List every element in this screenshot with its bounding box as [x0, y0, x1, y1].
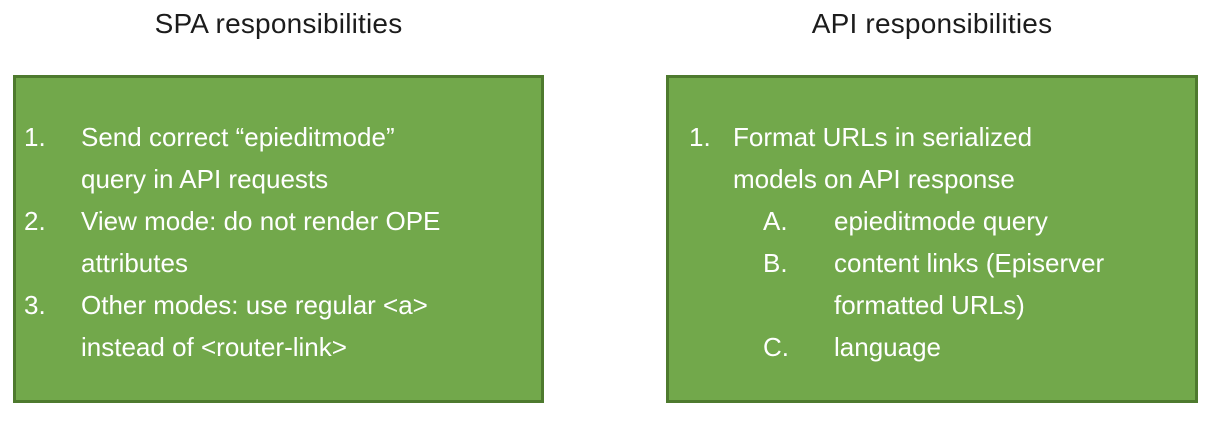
api-panel-title: API responsibilities — [811, 8, 1053, 39]
sub-list-item: C. language — [733, 326, 1195, 368]
list-item-body: Send correct “epieditmode” query in API r… — [81, 116, 541, 200]
list-item-line: Other modes: use regular <a> — [81, 290, 428, 320]
spa-responsibilities-box: 1. Send correct “epieditmode” query in API… — [13, 75, 544, 403]
sub-list-item-marker: B. — [763, 248, 788, 278]
sub-list-item-body: epieditmode query — [834, 200, 1195, 242]
list-item-body: View mode: do not render OPE attributes — [81, 200, 541, 284]
list-item: 2. View mode: do not render OPE attributes — [24, 200, 541, 284]
list-item: 1. Send correct “epieditmode” query in API… — [24, 116, 541, 200]
list-item-line: epieditmode query — [834, 206, 1048, 236]
spa-panel-title: SPA responsibilities — [154, 8, 403, 39]
list-item: 1. Format URLs in serialized models on API… — [689, 116, 1195, 368]
list-item-line: query in API requests — [81, 164, 329, 194]
list-item-body: Other modes: use regular <a> instead of <… — [81, 284, 541, 368]
sub-list-item-marker: C. — [763, 332, 789, 362]
sub-list-item-body: content links (Episerver formatted URLs) — [834, 242, 1195, 326]
list-item-marker: 1. — [24, 122, 46, 152]
list-item-line: Send correct “epieditmode” — [81, 122, 395, 152]
list-item-line: Format URLs in serialized — [733, 122, 1033, 152]
list-item-line: content links (Episerver — [834, 248, 1105, 278]
list-item-body: Format URLs in serialized models on API r… — [733, 116, 1195, 368]
api-responsibilities-box: 1. Format URLs in serialized models on API… — [666, 75, 1198, 403]
list-item-line: language — [834, 332, 941, 362]
sub-list-item: A. epieditmode query — [733, 200, 1195, 242]
list-item: 3. Other modes: use regular <a> instead of… — [24, 284, 541, 368]
sub-list-item-marker: A. — [763, 206, 788, 236]
sub-list-item: B. content links (Episerver formatted URLs… — [733, 242, 1195, 326]
spa-list: 1. Send correct “epieditmode” query in API… — [16, 78, 541, 368]
list-item-marker: 2. — [24, 206, 46, 236]
api-list: 1. Format URLs in serialized models on API… — [669, 78, 1195, 368]
list-item-marker: 3. — [24, 290, 46, 320]
sub-list-item-body: language — [834, 326, 1195, 368]
list-item-line: View mode: do not render OPE — [81, 206, 441, 236]
list-item-line: instead of <router-link> — [81, 332, 347, 362]
list-item-line: formatted URLs) — [834, 290, 1025, 320]
list-item-line: attributes — [81, 248, 188, 278]
list-item-line: models on API response — [733, 164, 1015, 194]
list-item-marker: 1. — [689, 122, 711, 152]
